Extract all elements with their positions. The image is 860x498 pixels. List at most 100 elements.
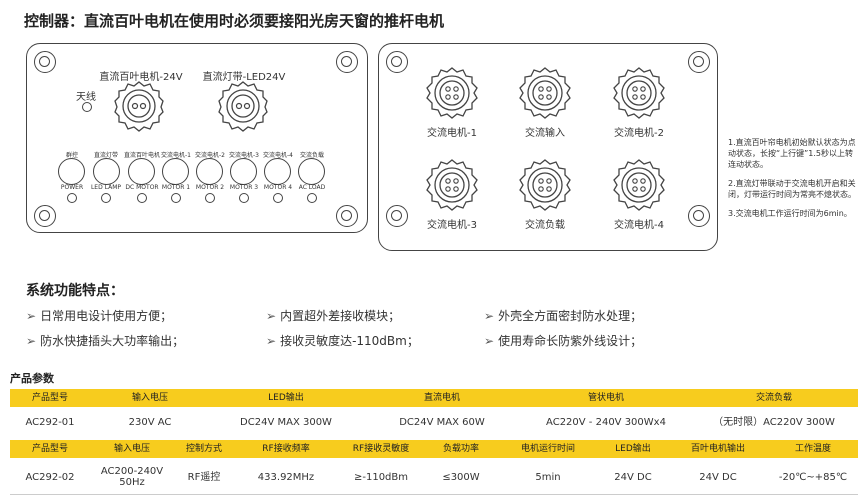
motor2-button-en: MOTOR 2 (195, 184, 225, 191)
table-header-cell: 负载功率 (442, 443, 479, 454)
dc-motor-port-label: 直流百叶电机-24V (99, 72, 183, 83)
motor3-indicator (239, 193, 249, 203)
arrow-icon: ➢ (266, 309, 277, 323)
power-button-label: 群控 (65, 152, 78, 159)
table-header-cell: RF接收频率 (262, 443, 310, 454)
table-cell: 24V DC (614, 471, 652, 483)
dc-motor-button-label: 直流百叶电机 (123, 152, 160, 159)
table-header-cell: 交流负载 (755, 392, 792, 403)
feature-item: ➢防水快捷插头大功率输出； (26, 334, 185, 348)
note-item: 3.交流电机工作运行时间为6min。 (728, 209, 852, 218)
page-title: 控制器：直流百叶电机在使用时必须要接阳光房天窗的推杆电机 (24, 12, 445, 30)
connector-label: 交流电机-1 (427, 128, 477, 139)
table-cell: -20℃~+85℃ (778, 471, 848, 483)
motor4-button-en: MOTOR 4 (263, 184, 293, 191)
screw-bottom-right (336, 205, 358, 227)
connector-ac-motor-3-icon (426, 159, 478, 211)
led-lamp-button[interactable] (93, 158, 120, 185)
ac-load-button-label: 交流负载 (299, 152, 324, 159)
led-port-label: 直流灯带-LED24V (202, 72, 286, 83)
table-cell: 5min (535, 471, 561, 483)
power-indicator (67, 193, 77, 203)
connector-label: 交流输入 (525, 128, 565, 139)
arrow-icon: ➢ (26, 334, 37, 348)
power-button[interactable] (58, 158, 85, 185)
params-title: 产品参数 (10, 372, 54, 385)
connector-label: 交流电机-4 (614, 220, 664, 231)
table-cell: 433.92MHz (257, 471, 315, 483)
feature-item: ➢使用寿命长防紫外线设计； (484, 334, 643, 348)
spec-table-1-row: AC292-01 230V AC DC24V MAX 300W DC24V MA… (10, 410, 858, 435)
ac-load-button-en: AC LOAD (298, 184, 326, 191)
motor1-button-en: MOTOR 1 (161, 184, 191, 191)
connector-ac-motor-2-icon (613, 67, 665, 119)
table-cell: 24V DC (699, 471, 737, 483)
led-lamp-button-label: 直流灯带 (93, 152, 118, 159)
connector-ac-load-icon (519, 159, 571, 211)
table-header-cell: 产品型号 (31, 392, 68, 403)
screw-top-right (688, 51, 710, 73)
table-header-cell: 直流电机 (423, 392, 460, 403)
table-header-cell: 产品型号 (31, 443, 68, 454)
controller-right-panel (378, 43, 718, 251)
table-header-cell: LED输出 (615, 443, 651, 454)
dc-motor-button-en: DC MOTOR (125, 184, 159, 191)
table-cell: AC292-02 (25, 471, 75, 483)
table-header-cell: 百叶电机输出 (690, 443, 745, 454)
led-lamp-indicator (101, 193, 111, 203)
motor4-button[interactable] (264, 158, 291, 185)
arrow-icon: ➢ (484, 334, 495, 348)
table-cell: RF遥控 (187, 471, 221, 483)
connector-ac-input-icon (519, 67, 571, 119)
table-bottom-border (10, 494, 858, 495)
screw-top-left (386, 51, 408, 73)
feature-item: ➢日常用电设计使用方便； (26, 309, 173, 323)
table-header-cell: 工作温度 (794, 443, 831, 454)
screw-bottom-left (386, 205, 408, 227)
antenna-label: 天线 (76, 92, 96, 103)
connector-ac-motor-1-icon (426, 67, 478, 119)
motor2-button[interactable] (196, 158, 223, 185)
note-item: 1.直流百叶帘电机初始默认状态为点动状态，长按“上行键”1.5秒以上转连动状态。 (728, 138, 856, 169)
motor4-button-label: 交流电机-4 (263, 152, 293, 159)
table-header-cell: 管状电机 (587, 392, 624, 403)
motor3-button-label: 交流电机-3 (229, 152, 259, 159)
dc-motor-button[interactable] (128, 158, 155, 185)
table-header-cell: 输入电压 (131, 392, 168, 403)
motor4-indicator (273, 193, 283, 203)
table-header-cell: 控制方式 (185, 443, 222, 454)
note-item: 2.直流灯带联动于交流电机开启和关闭，灯带运行时间为常亮不熄状态。 (728, 179, 856, 199)
connector-label: 交流电机-3 (427, 220, 477, 231)
feature-item: ➢外壳全方面密封防水处理； (484, 309, 643, 323)
connector-label: 交流负载 (525, 220, 565, 231)
spec-table-2-header: 产品型号 输入电压 控制方式 RF接收频率 RF接收灵敏度 负载功率 电机运行时… (10, 440, 858, 458)
arrow-icon: ➢ (26, 309, 37, 323)
ac-load-button[interactable] (298, 158, 325, 185)
feature-item: ➢内置超外差接收模块； (266, 309, 401, 323)
motor3-button-en: MOTOR 3 (229, 184, 259, 191)
motor1-button[interactable] (162, 158, 189, 185)
spec-table-2-row: AC292-02 AC200-240V 50Hz RF遥控 433.92MHz … (10, 462, 858, 492)
table-header-cell: 电机运行时间 (520, 443, 575, 454)
power-button-en: POWER (60, 184, 84, 191)
table-cell: ≥-110dBm (353, 471, 409, 483)
table-header-cell: RF接收灵敏度 (352, 443, 410, 454)
dc-motor-port-icon (114, 81, 164, 132)
antenna-port-icon (82, 102, 92, 112)
connector-ac-motor-4-icon (613, 159, 665, 211)
led-port-icon (218, 81, 268, 132)
screw-top-right (336, 51, 358, 73)
table-cell: AC220V - 240V 300Wx4 (546, 417, 666, 428)
table-cell: DC24V MAX 60W (399, 417, 485, 428)
motor2-button-label: 交流电机-2 (195, 152, 225, 159)
dc-motor-indicator (137, 193, 147, 203)
ac-load-indicator (307, 193, 317, 203)
table-cell: DC24V MAX 300W (240, 417, 332, 428)
features-title: 系统功能特点： (26, 283, 124, 299)
motor3-button[interactable] (230, 158, 257, 185)
feature-item: ➢接收灵敏度达-110dBm； (266, 334, 419, 348)
table-cell: （无时限）AC220V 300W (713, 417, 835, 428)
screw-bottom-left (34, 205, 56, 227)
motor2-indicator (205, 193, 215, 203)
arrow-icon: ➢ (266, 334, 277, 348)
